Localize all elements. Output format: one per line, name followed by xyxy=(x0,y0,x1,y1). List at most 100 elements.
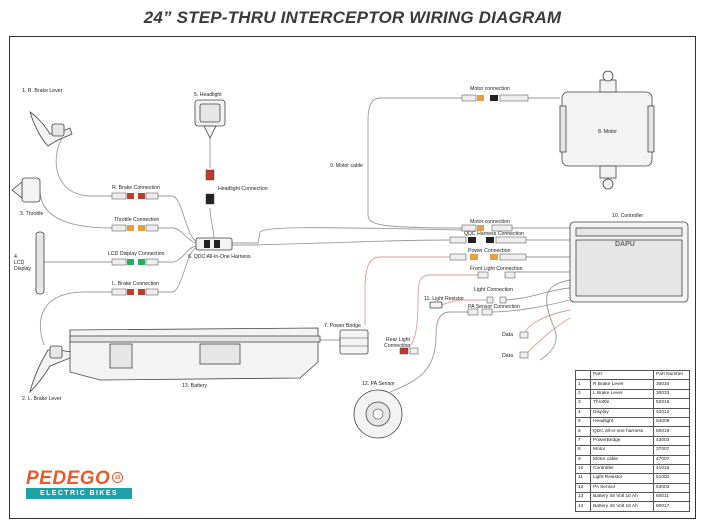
label-lcd-display-num: 4. xyxy=(14,254,18,260)
wire-motor-cable xyxy=(367,97,463,229)
parts-table-cell-number: 60017 xyxy=(653,501,690,512)
component-labels: 1. R. Brake Lever 3. Throttle 4. LCD Dis… xyxy=(14,88,643,402)
parts-table-cell-num: 12 xyxy=(575,482,591,494)
parts-table-cell-num: 9 xyxy=(575,454,591,465)
parts-table-cell-number: 53003 xyxy=(653,482,690,494)
brand-name: PEDEGO xyxy=(26,468,111,489)
qdc-harness-part xyxy=(195,237,233,251)
throttle-part xyxy=(11,177,41,203)
wire-r-brake xyxy=(55,137,112,197)
label-motor-cable: 9. Motor cable xyxy=(330,163,363,169)
label-motor: 8. Motor xyxy=(598,129,617,135)
lower-connectors xyxy=(449,224,527,261)
pa-sensor-part xyxy=(353,389,403,439)
brand-badge: 10 xyxy=(112,472,123,483)
parts-table-cell-part: Display xyxy=(590,407,654,418)
wire-front-light xyxy=(417,274,478,301)
wire-l-brake xyxy=(39,291,112,346)
parts-table-cell-num: 8 xyxy=(575,445,591,456)
parts-table-cell-num: 4 xyxy=(575,407,591,418)
parts-table-cell-part: L Brake Lever xyxy=(590,388,654,400)
headlight-connector xyxy=(205,169,215,205)
parts-table-header-part: Part xyxy=(590,369,654,381)
parts-table-cell-part: Controller xyxy=(590,463,654,475)
parts-table-cell-num: 5 xyxy=(575,416,591,428)
parts-table-cell-part: R Brake Lever xyxy=(590,379,654,390)
label-pa-sensor: 12. PA Sensor xyxy=(362,381,395,387)
parts-table-cell-number: 52016 xyxy=(653,398,690,409)
label-lcd-display-l2: Display xyxy=(14,266,31,272)
small-connectors xyxy=(467,271,529,359)
left-connectors xyxy=(111,192,159,296)
label-r-brake-lever: 1. R. Brake Lever xyxy=(22,88,63,94)
parts-table-cell-part: Motor cable xyxy=(590,454,654,465)
label-front-light-connection: Front Light Connection xyxy=(470,266,523,272)
parts-table-cell-part: PA Sensor xyxy=(590,482,654,494)
label-headlight-connection: Headlight Connection xyxy=(218,186,268,192)
connection-labels: R. Brake Connection Throttle Connection … xyxy=(108,86,524,359)
parts-table-cell-part: Light Resistor xyxy=(590,473,654,484)
lcd-display-part xyxy=(35,231,45,295)
controller-brand: DAPU xyxy=(615,241,635,248)
diagram-title: 24” STEP-THRU INTERCEPTOR WIRING DIAGRAM xyxy=(143,8,562,27)
parts-table-cell-part: PowerBridge xyxy=(590,435,654,447)
wire-pa-sensor xyxy=(389,311,468,393)
wire-pa-ctrl xyxy=(487,299,571,313)
label-l-brake-lever: 2. L. Brake Lever xyxy=(22,396,62,402)
parts-table-cell-num: 7 xyxy=(575,435,591,447)
label-lcd-display-l1: LCD xyxy=(14,260,25,266)
parts-table-header-num xyxy=(575,369,591,381)
parts-table-cell-num: 1 xyxy=(575,379,591,390)
label-throttle: 3. Throttle xyxy=(20,211,43,217)
label-throttle-connection: Throttle Connection xyxy=(114,217,159,223)
parts-table-cell-part: Battery 48 Volt 10 Ah xyxy=(590,501,654,512)
label-light-connection: Light Connection xyxy=(474,287,513,293)
parts-table-header-number: Part Number xyxy=(653,369,690,381)
parts-table-cell-number: 30034 xyxy=(653,379,690,390)
wire-power xyxy=(364,256,450,325)
wire-r-brake-harness xyxy=(158,195,197,242)
parts-table-cell-number: 50019 xyxy=(653,426,690,437)
parts-table-cell-num: 10 xyxy=(575,463,591,475)
parts-table-cell-num: 11 xyxy=(575,473,591,484)
parts-table-header: Part Part Number xyxy=(575,369,690,381)
parts-table-cell-number: 60011 xyxy=(653,492,690,503)
parts-table-cell-number: 43003 xyxy=(653,435,690,447)
parts-table-cell-num: 2 xyxy=(575,388,591,400)
parts-table-cell-num: 3 xyxy=(575,398,591,409)
label-rear-light-connection-l2: Connection xyxy=(384,343,410,349)
rear-light-part xyxy=(399,347,419,355)
parts-table-cell-number: 30033 xyxy=(653,388,690,400)
wire-harness-qdc xyxy=(231,239,451,246)
wire-data-2 xyxy=(524,317,571,356)
wire-data-3 xyxy=(539,279,571,361)
parts-table-cell-number: 47007 xyxy=(653,454,690,465)
label-r-brake-connection: R. Brake Connection xyxy=(112,185,160,191)
headlight-part xyxy=(194,99,226,139)
label-pa-sensor-connection: PA Sensor Connection xyxy=(468,304,520,310)
r-brake-lever-part xyxy=(29,111,73,147)
parts-table-cell-number: 54008 xyxy=(653,416,690,428)
label-qdc-harness-connection: QDC Harness Connection xyxy=(464,231,524,237)
label-headlight: 5. Headlight xyxy=(194,92,222,98)
parts-table-cell-part: Headlight xyxy=(590,416,654,428)
label-data-2: Data xyxy=(502,353,513,359)
l-brake-lever-part xyxy=(29,345,73,394)
label-rear-light-connection-l1: Rear Light xyxy=(386,337,410,343)
wire-headlight-bottom xyxy=(209,207,215,239)
parts-table-cell-num: 13 xyxy=(575,501,591,512)
label-light-resistor: 11. Light Resistor xyxy=(424,296,464,302)
